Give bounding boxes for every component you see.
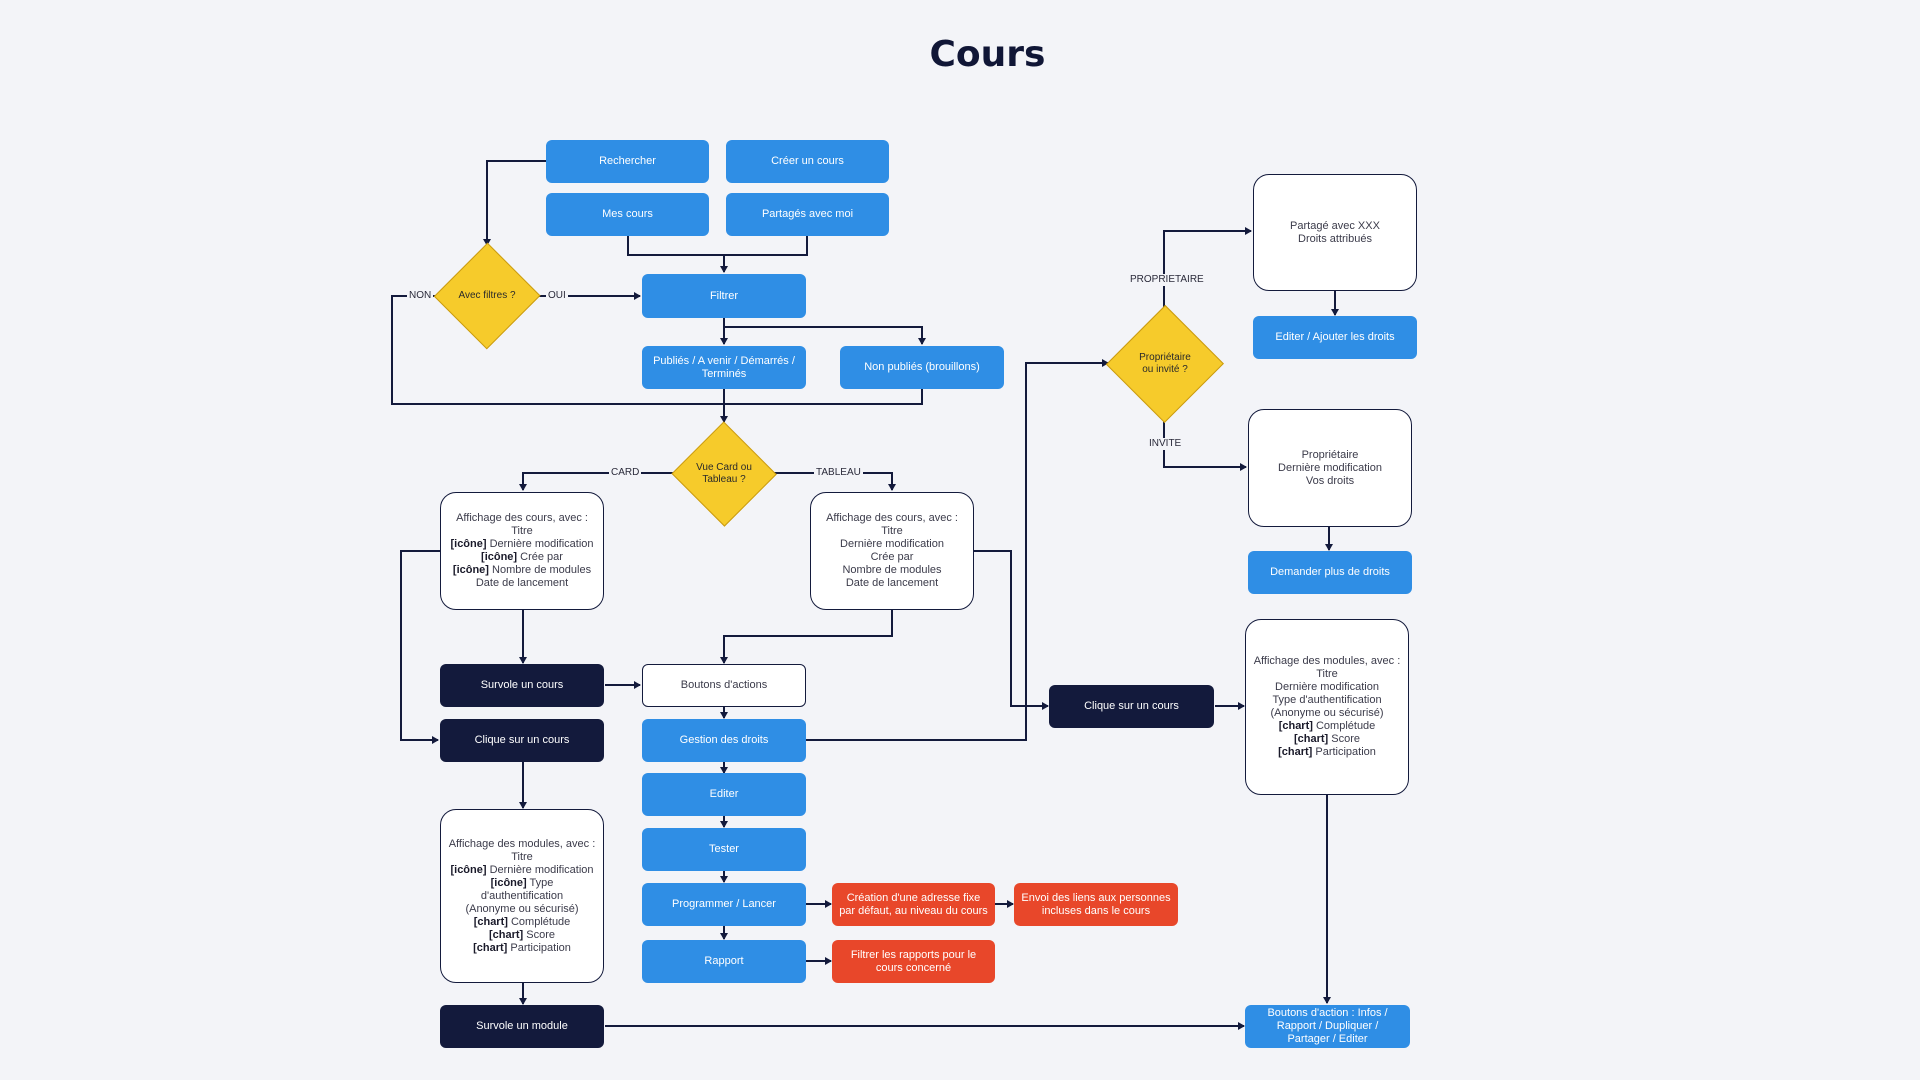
partage-box: Partagé avec XXX Droits attribués bbox=[1253, 174, 1417, 291]
card-view-row-2: [icône] Dernière modification bbox=[450, 538, 594, 550]
modules-left-row-5: (Anonyme ou sécurisé) bbox=[465, 902, 579, 915]
card-view-row-4: [icône] Nombre de modules bbox=[452, 564, 592, 576]
edge-gestion-proprio bbox=[806, 359, 1109, 741]
modules-right-row-4: (Anonyme ou sécurisé) bbox=[1270, 707, 1384, 719]
modules-left-row-8: [chart] Participation bbox=[473, 941, 571, 954]
edge-tableau bbox=[773, 472, 896, 491]
edge-label-invite: INVITE bbox=[1147, 438, 1184, 450]
envoi-liens-box: Envoi des liens aux personnes incluses d… bbox=[1014, 883, 1178, 926]
proprietaire-info-box: Propriétaire Dernière modification Vos d… bbox=[1248, 409, 1412, 527]
vue-decision-label: Vue Card ou Tableau ? bbox=[696, 461, 752, 485]
edge-proprio-invite bbox=[1163, 419, 1247, 471]
table-view-row-0: Affichage des cours, avec : bbox=[826, 512, 958, 524]
edge-rechercher-filtres bbox=[483, 160, 546, 246]
proprietaire-info-row-2: Vos droits bbox=[1305, 474, 1355, 487]
table-view-row-4: Nombre de modules bbox=[842, 564, 942, 576]
page-title: Cours bbox=[929, 34, 1046, 75]
card-view-box: Affichage des cours, avec : Titre [icône… bbox=[440, 492, 604, 610]
survole-cours-button[interactable]: Survole un cours bbox=[440, 664, 604, 707]
modules-left-row-6: [chart] Complétude bbox=[473, 915, 571, 928]
edge-table-clique bbox=[973, 550, 1049, 710]
edge-card bbox=[519, 472, 675, 491]
modules-left-row-4: d'authentification bbox=[480, 889, 564, 902]
modules-right-row-0: Affichage des modules, avec : bbox=[1253, 655, 1401, 667]
partage-row-1: Droits attribués bbox=[1298, 232, 1372, 245]
table-view-row-5: Date de lancement bbox=[845, 577, 939, 589]
card-view-row-0: Affichage des cours, avec : bbox=[456, 512, 588, 524]
modules-right-row-7: [chart] Participation bbox=[1278, 746, 1376, 758]
edge-label-proprietaire: PROPRIETAIRE bbox=[1128, 274, 1206, 286]
demander-droits-button[interactable]: Demander plus de droits bbox=[1248, 551, 1412, 594]
mes-cours-button[interactable]: Mes cours bbox=[546, 193, 709, 236]
editer-button[interactable]: Editer bbox=[642, 773, 806, 816]
proprietaire-info-row-0: Propriétaire bbox=[1301, 448, 1359, 461]
card-view-row-5: Date de lancement bbox=[475, 577, 569, 589]
creer-cours-button[interactable]: Créer un cours bbox=[726, 140, 889, 183]
proprietaire-decision-label: Propriétaire ou invité ? bbox=[1139, 351, 1191, 375]
filtres-decision: Avec filtres ? bbox=[435, 243, 539, 349]
edge-card-clique bbox=[400, 550, 440, 744]
edge-label-oui: OUI bbox=[546, 290, 568, 302]
partages-button[interactable]: Partagés avec moi bbox=[726, 193, 889, 236]
edge-proprio-partage bbox=[1163, 227, 1252, 308]
filtres-decision-label: Avec filtres ? bbox=[458, 290, 516, 301]
edge-partages-filtrer bbox=[724, 236, 808, 256]
publies-button[interactable]: Publiés / A venir / Démarrés / Terminés bbox=[642, 346, 806, 389]
modules-right-box: Affichage des modules, avec : Titre Dern… bbox=[1245, 619, 1409, 795]
survole-module-button[interactable]: Survole un module bbox=[440, 1005, 604, 1048]
partage-row-0: Partagé avec XXX bbox=[1290, 219, 1380, 232]
edge-label-non: NON bbox=[407, 290, 434, 302]
table-view-row-3: Crée par bbox=[870, 551, 914, 563]
edge-filtrer-nonpublies bbox=[724, 326, 926, 345]
proprietaire-decision: Propriétaire ou invité ? bbox=[1107, 305, 1223, 422]
table-view-row-1: Titre bbox=[881, 525, 903, 537]
boutons-actions-box[interactable]: Boutons d'actions bbox=[642, 664, 806, 707]
rechercher-button[interactable]: Rechercher bbox=[546, 140, 709, 183]
edge-label-card: CARD bbox=[609, 467, 642, 479]
filtrer-rapports-box: Filtrer les rapports pour le cours conce… bbox=[832, 940, 995, 983]
tester-button[interactable]: Tester bbox=[642, 828, 806, 871]
creation-adresse-box: Création d'une adresse fixe par défaut, … bbox=[832, 883, 995, 926]
edge-table-boutons bbox=[720, 610, 893, 664]
clique-cours-right-button[interactable]: Clique sur un cours bbox=[1049, 685, 1214, 728]
programmer-button[interactable]: Programmer / Lancer bbox=[642, 883, 806, 926]
modules-left-row-7: [chart] Score bbox=[488, 928, 556, 941]
editer-droits-button[interactable]: Editer / Ajouter les droits bbox=[1253, 316, 1417, 359]
clique-cours-left-button[interactable]: Clique sur un cours bbox=[440, 719, 604, 762]
edge-mescours-filtrer bbox=[627, 236, 728, 273]
card-view-row-1: Titre bbox=[511, 525, 533, 537]
modules-left-row-3: [icône] Type bbox=[490, 876, 554, 889]
table-view-box: Affichage des cours, avec : Titre Derniè… bbox=[810, 492, 974, 610]
card-view-row-3: [icône] Crée par bbox=[481, 551, 563, 563]
gestion-droits-button[interactable]: Gestion des droits bbox=[642, 719, 806, 762]
modules-left-row-2: [icône] Dernière modification bbox=[450, 863, 594, 876]
modules-right-row-3: Type d'authentification bbox=[1272, 694, 1382, 706]
edge-label-tableau: TABLEAU bbox=[814, 467, 863, 479]
boutons-action-final[interactable]: Boutons d'action : Infos / Rapport / Dup… bbox=[1245, 1005, 1410, 1048]
rapport-button[interactable]: Rapport bbox=[642, 940, 806, 983]
modules-right-row-2: Dernière modification bbox=[1275, 681, 1379, 693]
proprietaire-info-row-1: Dernière modification bbox=[1278, 461, 1382, 474]
modules-left-box: Affichage des modules, avec : Titre [icô… bbox=[440, 809, 604, 983]
modules-right-row-6: [chart] Score bbox=[1293, 733, 1361, 745]
vue-decision: Vue Card ou Tableau ? bbox=[672, 422, 776, 525]
modules-right-row-5: [chart] Complétude bbox=[1278, 720, 1376, 732]
modules-right-row-1: Titre bbox=[1316, 668, 1338, 680]
modules-left-row-0: Affichage des modules, avec : bbox=[448, 837, 596, 850]
filtrer-button[interactable]: Filtrer bbox=[642, 274, 806, 318]
table-view-row-2: Dernière modification bbox=[840, 538, 944, 550]
modules-left-row-1: Titre bbox=[511, 850, 533, 863]
non-publies-button[interactable]: Non publiés (brouillons) bbox=[840, 346, 1004, 389]
